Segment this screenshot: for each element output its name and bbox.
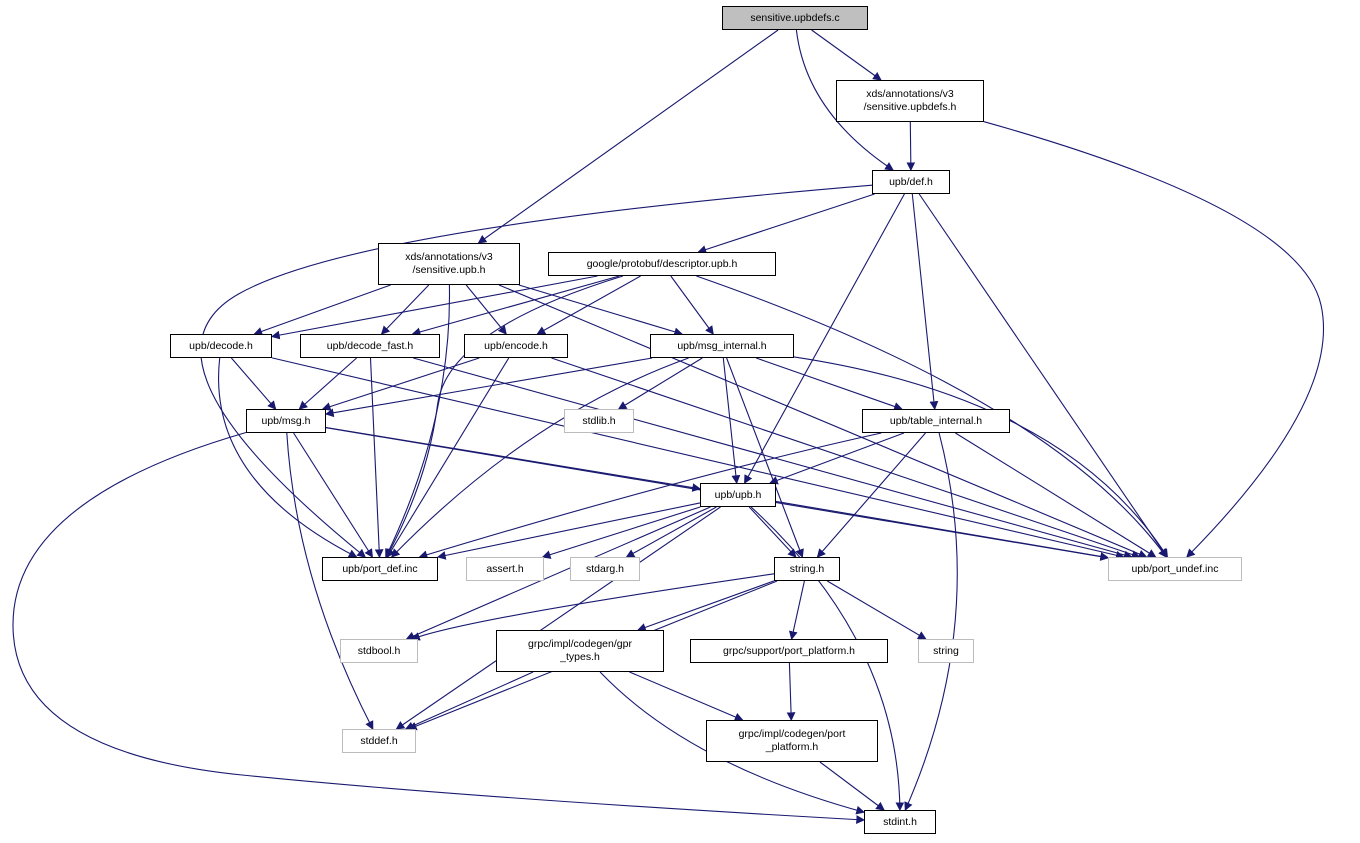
edge-upb-table-internal-h--string-h [816,432,926,558]
edge-sensitive-upbdefs-c--sensitive-upb-h [477,29,779,244]
edge-upb-encode-h--upb-port-def-inc [386,357,510,558]
edge-string-h--string-cpp [827,580,927,640]
edge-upb-upb-h--assert-h [541,506,701,559]
edge-upb-decode-fast-h--upb-port-def-inc [369,357,384,559]
edge-grpc-impl-codegen-port-platform-h--stdint-h [819,761,885,811]
node-assert-h: assert.h [466,557,544,581]
node-grpc-impl-codegen-port-platform-h[interactable]: grpc/impl/codegen/port _platform.h [706,720,878,762]
edge-upb-upb-h--stddef-h [395,506,721,730]
edge-upb-msg-h--stdint-h [12,431,866,824]
edge-upb-msg-internal-h--upb-port-def-inc [390,357,689,558]
edge-sensitive-upb-h--upb-msg-internal-h [518,284,684,336]
edge-upb-msg-internal-h--upb-upb-h [722,357,741,485]
edge-sensitive-upb-h--upb-encode-h [465,284,507,335]
node-upb-table-internal-h[interactable]: upb/table_internal.h [862,409,1010,433]
edge-upb-def-h--upb-port-undef-inc [918,193,1168,558]
edge-upb-decode-fast-h--upb-msg-h [298,357,357,410]
edge-gpr-types-h--grpc-impl-codegen-port-platform-h [629,671,744,722]
edge-descriptor-upb-h--upb-port-def-inc [385,275,624,558]
edge-string-h--gpr-types-h [637,580,775,632]
node-upb-encode-h[interactable]: upb/encode.h [464,334,568,358]
edge-descriptor-upb-h--upb-port-undef-inc [696,275,1167,558]
edge-upb-upb-h--upb-port-def-inc [436,502,701,560]
edge-upb-decode-h--upb-msg-h [230,357,277,410]
node-sensitive-upb-h[interactable]: xds/annotations/v3 /sensitive.upb.h [378,243,520,285]
edge-sensitive-upb-h--upb-port-undef-inc [498,284,1148,559]
node-sensitive-upbdefs-h[interactable]: xds/annotations/v3 /sensitive.upbdefs.h [836,80,984,122]
node-sensitive-upbdefs-c: sensitive.upbdefs.c [722,6,868,30]
node-gpr-types-h[interactable]: grpc/impl/codegen/gpr _types.h [496,630,664,672]
edge-upb-msg-internal-h--upb-msg-h [324,357,653,418]
edge-descriptor-upb-h--upb-msg-internal-h [670,275,714,335]
edge-sensitive-upbdefs-h--upb-port-undef-inc [983,121,1325,558]
edge-sensitive-upbdefs-c--upb-def-h [795,29,894,171]
node-string-h[interactable]: string.h [774,557,840,581]
edge-upb-decode-fast-h--upb-port-undef-inc [413,357,1133,560]
edge-upb-msg-internal-h--stdlib-h [617,357,703,410]
edge-upb-decode-h--upb-port-def-inc [218,357,358,558]
edge-string-h--stdbool-h [411,573,775,641]
edge-sensitive-upbdefs-c--sensitive-upbdefs-h [811,29,882,81]
edge-sensitive-upb-h--upb-decode-fast-h [380,284,430,335]
node-upb-msg-internal-h[interactable]: upb/msg_internal.h [650,334,794,358]
edge-upb-msg-h--stddef-h [286,432,374,730]
node-stdbool-h: stdbool.h [340,639,418,663]
node-upb-upb-h[interactable]: upb/upb.h [700,483,776,507]
edge-upb-msg-internal-h--upb-port-undef-inc [793,356,1168,558]
node-upb-decode-fast-h[interactable]: upb/decode_fast.h [300,334,440,358]
node-upb-msg-h[interactable]: upb/msg.h [246,409,326,433]
edge-upb-msg-internal-h--string-h [726,357,804,559]
edge-upb-def-h--descriptor-upb-h [697,193,875,254]
edge-upb-msg-h--upb-port-def-inc [293,432,373,558]
edge-upb-upb-h--stdbool-h [405,506,711,640]
edge-descriptor-upb-h--upb-encode-h [536,275,641,335]
node-upb-def-h[interactable]: upb/def.h [872,170,950,194]
edge-upb-table-internal-h--upb-port-undef-inc [955,432,1157,558]
edge-upb-encode-h--upb-port-undef-inc [551,357,1141,559]
edge-grpc-support-port-platform-h--grpc-impl-codegen-port-platform-h [786,662,796,722]
edge-upb-table-internal-h--upb-port-def-inc [418,432,882,559]
edge-upb-def-h--upb-port-def-inc [200,184,873,558]
edge-descriptor-upb-h--upb-decode-fast-h [411,275,620,337]
edge-descriptor-upb-h--upb-decode-h [270,275,598,340]
edge-upb-table-internal-h--upb-upb-h [769,432,905,485]
node-stdint-h[interactable]: stdint.h [864,810,936,834]
edge-gpr-types-h--stddef-h [404,671,534,730]
node-upb-port-undef-inc: upb/port_undef.inc [1108,557,1242,581]
edge-upb-decode-h--upb-port-undef-inc [271,357,1125,560]
node-stdlib-h: stdlib.h [564,409,634,433]
edge-upb-upb-h--string-h [748,506,797,558]
node-string-cpp: string [918,639,974,663]
edge-upb-msg-internal-h--upb-table-internal-h [756,357,903,411]
edge-upb-def-h--upb-table-internal-h [911,193,939,411]
node-stdarg-h: stdarg.h [570,557,640,581]
edge-sensitive-upb-h--upb-decode-h [253,284,391,336]
edge-upb-table-internal-h--stdint-h [904,432,958,812]
edge-upb-upb-h--stdarg-h [625,506,717,558]
edge-upb-encode-h--upb-msg-h [321,357,480,411]
node-upb-port-def-inc[interactable]: upb/port_def.inc [322,557,438,581]
edge-string-h--grpc-support-port-platform-h [788,580,805,641]
node-upb-decode-h[interactable]: upb/decode.h [170,334,272,358]
node-grpc-support-port-platform-h[interactable]: grpc/support/port_platform.h [690,639,888,663]
node-descriptor-upb-h[interactable]: google/protobuf/descriptor.upb.h [548,252,776,276]
edge-upb-upb-h--upb-port-undef-inc [775,500,1110,561]
edge-upb-def-h--upb-upb-h [744,193,905,484]
node-stddef-h: stddef.h [342,729,416,753]
edge-sensitive-upbdefs-h--upb-def-h [906,121,916,172]
